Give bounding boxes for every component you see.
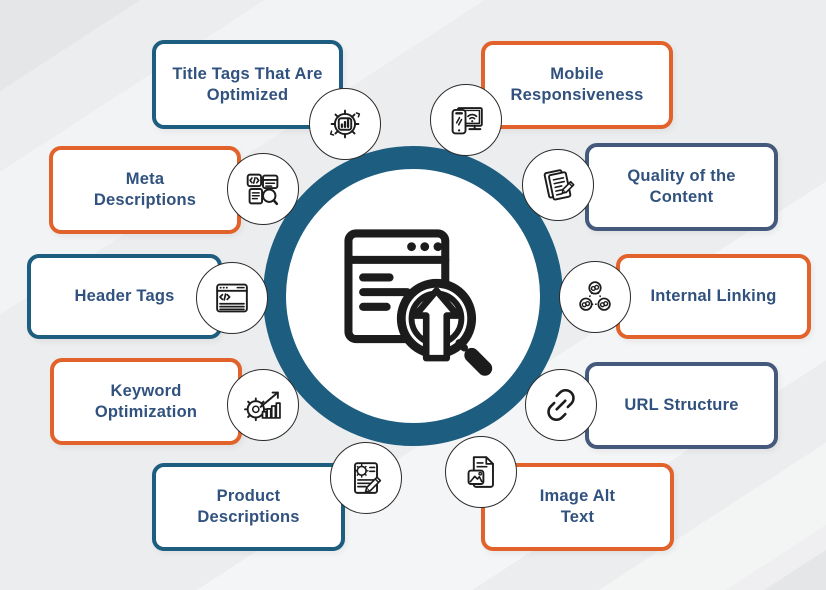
card-image-alt-text-label: Image Alt Text: [539, 487, 616, 526]
linked-nodes-icon: [559, 261, 631, 333]
card-header-tags: Header Tags: [27, 254, 222, 339]
card-title-tags: Title Tags That Are Optimized: [152, 40, 343, 129]
card-meta-descriptions-label: Meta Descriptions: [93, 170, 197, 209]
card-mobile-responsiveness: Mobile Responsiveness: [481, 41, 673, 129]
card-meta-descriptions: Meta Descriptions: [49, 146, 241, 234]
card-quality-content-label: Quality of the Content: [627, 167, 736, 206]
devices-wifi-icon: [430, 84, 502, 156]
card-url-structure: URL Structure: [585, 362, 778, 449]
card-keyword-optimization-label: Keyword Optimization: [94, 381, 198, 421]
card-product-descriptions-label: Product Descriptions: [197, 487, 300, 526]
card-internal-linking: Internal Linking: [616, 254, 811, 339]
chain-link-icon: [525, 369, 597, 441]
card-title-tags-label: Title Tags That Are Optimized: [172, 64, 323, 104]
notes-pencil-icon: [522, 149, 594, 221]
card-product-descriptions: Product Descriptions: [152, 463, 345, 551]
card-mobile-responsiveness-label: Mobile Responsiveness: [510, 65, 644, 104]
gear-chart-icon: [227, 369, 299, 441]
browser-search-arrow-icon: [344, 229, 493, 376]
card-url-structure-label: URL Structure: [624, 396, 739, 414]
image-doc-icon: [445, 436, 517, 508]
browser-code-icon: [196, 262, 268, 334]
card-keyword-optimization: Keyword Optimization: [50, 358, 242, 445]
gear-analytics-icon: [309, 88, 381, 160]
card-internal-linking-label: Internal Linking: [650, 287, 777, 305]
code-doc-search-icon: [227, 153, 299, 225]
doc-gear-pencil-icon: [330, 442, 402, 514]
card-header-tags-label: Header Tags: [74, 287, 175, 305]
card-quality-content: Quality of the Content: [585, 143, 778, 231]
